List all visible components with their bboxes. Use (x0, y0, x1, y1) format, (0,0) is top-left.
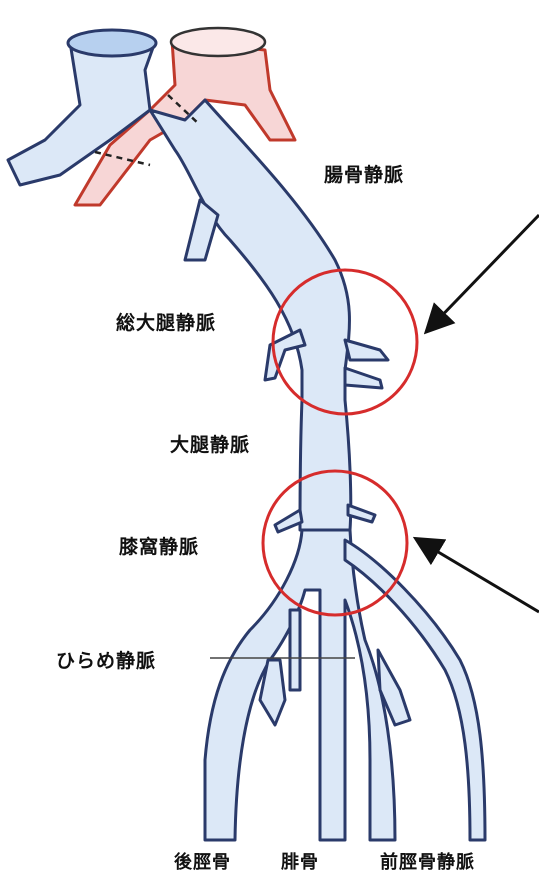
upper-arrow (428, 215, 539, 330)
soleal-vein-label: ひらめ静脈 (50, 644, 162, 675)
lower-arrow (418, 540, 539, 612)
popliteal-vein-label: 膝窩静脈 (113, 530, 205, 561)
fibula-label: 腓骨 (281, 848, 319, 874)
anterior-tibial-vein-label: 前脛骨静脈 (380, 848, 475, 874)
iliac-vein-label: 腸骨静脈 (318, 158, 410, 189)
posterior-tibial-label: 後脛骨 (174, 848, 231, 874)
femoral-vein-label: 大腿静脈 (164, 428, 256, 459)
common-femoral-vein-label: 総大腿静脈 (110, 306, 222, 337)
